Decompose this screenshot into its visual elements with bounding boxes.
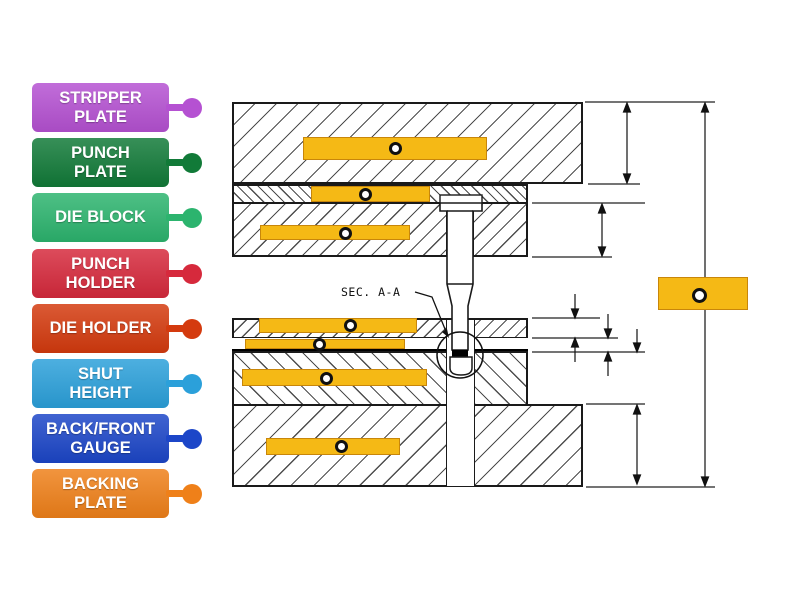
slot-die-block-target — [319, 371, 333, 385]
label-knob-punch-holder — [182, 263, 202, 284]
section-detail-circle — [436, 331, 484, 379]
label-chip-punch-holder[interactable]: PUNCH HOLDER — [32, 249, 169, 298]
label-chip-backing-plate[interactable]: BACKING PLATE — [32, 469, 169, 518]
label-knob-shut-height — [182, 373, 202, 394]
label-stem-punch-holder — [166, 270, 184, 277]
dimension-lines — [570, 101, 710, 488]
label-chip-die-holder[interactable]: DIE HOLDER — [32, 304, 169, 353]
label-stem-punch-plate — [166, 159, 184, 166]
label-knob-stripper-plate — [182, 97, 202, 118]
section-leader-arrow — [442, 329, 449, 338]
label-chip-back-front-gauge[interactable]: BACK/FRONT GAUGE — [32, 414, 169, 463]
label-chip-stripper-plate[interactable]: STRIPPER PLATE — [32, 83, 169, 132]
slot-punch-holder-target — [388, 141, 402, 155]
label-knob-punch-plate — [182, 152, 202, 173]
label-stem-shut-height — [166, 380, 184, 387]
slot-stripper-plate-target — [343, 318, 357, 332]
label-knob-backing-plate — [182, 483, 202, 504]
label-knob-die-holder — [182, 318, 202, 339]
slot-die-block[interactable] — [242, 369, 427, 386]
slot-punch-plate-target — [338, 226, 352, 240]
label-stem-die-holder — [166, 325, 184, 332]
label-stem-backing-plate — [166, 490, 184, 497]
label-knob-die-block — [182, 207, 202, 228]
slot-shut-height-target — [691, 287, 707, 303]
section-leader-line — [414, 291, 448, 335]
slot-backing-plate-target — [358, 187, 372, 201]
punch-tip — [452, 350, 468, 357]
label-stem-back-front-gauge — [166, 435, 184, 442]
slot-die-holder[interactable] — [266, 438, 400, 455]
label-stem-stripper-plate — [166, 104, 184, 111]
slot-punch-plate[interactable] — [260, 225, 410, 240]
slot-back-front-gauge-target — [312, 337, 326, 351]
label-chip-punch-plate[interactable]: PUNCH PLATE — [32, 138, 169, 187]
label-knob-back-front-gauge — [182, 428, 202, 449]
slug — [449, 356, 473, 376]
label-chip-shut-height[interactable]: SHUT HEIGHT — [32, 359, 169, 408]
section-label: SEC. A-A — [341, 285, 401, 299]
punch-cross-section — [439, 202, 483, 351]
label-chip-die-block[interactable]: DIE BLOCK — [32, 193, 169, 242]
label-stem-die-block — [166, 214, 184, 221]
slot-stripper-plate[interactable] — [259, 318, 417, 333]
slot-die-holder-target — [334, 439, 348, 453]
